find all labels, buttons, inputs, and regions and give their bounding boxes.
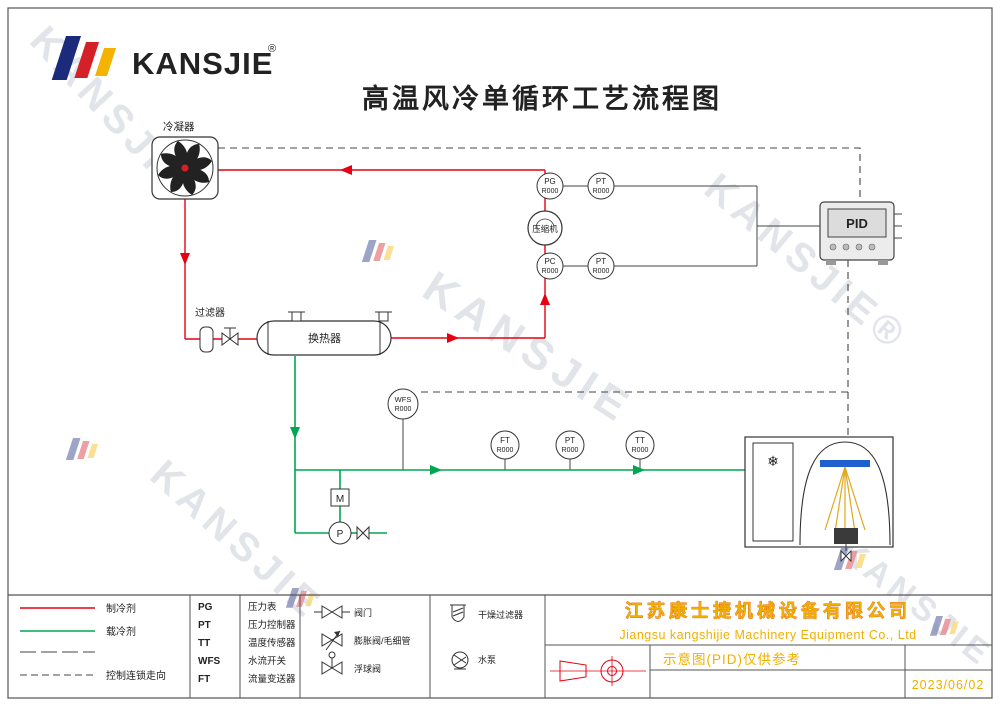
- svg-text:PG: PG: [544, 177, 556, 186]
- condenser-label: 冷凝器: [163, 120, 195, 133]
- pid-feet: [826, 260, 888, 265]
- legend-line-types: 制冷剂 载冷剂 控制连锁走向: [20, 602, 166, 682]
- legend-valve-labels: 阀门 膨胀阀/毛细管 浮球阀: [354, 607, 411, 674]
- compressor-label: 压缩机: [532, 224, 558, 234]
- titleblock-grid: [189, 595, 992, 698]
- svg-text:水流开关: 水流开关: [248, 655, 287, 667]
- check-valve: [356, 525, 370, 541]
- compressor: 压缩机: [527, 210, 563, 246]
- svg-text:TT: TT: [635, 436, 645, 445]
- svg-text:WFS: WFS: [395, 395, 412, 404]
- drawing-note: 示意图(PID)仅供参考: [663, 651, 801, 667]
- test-chamber: ❄: [744, 436, 894, 563]
- svg-text:R000: R000: [395, 406, 412, 413]
- svg-text:温度传感器: 温度传感器: [248, 637, 296, 649]
- instrument-pc-suction: PC R000: [536, 252, 564, 280]
- logo-text: KANSJIE: [132, 46, 273, 81]
- coolant-pipes: [294, 356, 745, 534]
- pid-buttons: [829, 243, 876, 251]
- svg-text:PC: PC: [544, 257, 555, 266]
- company-name-cn: 江苏康士捷机械设备有限公司: [625, 600, 911, 621]
- chamber-blue-bar: [820, 460, 870, 467]
- svg-text:R000: R000: [542, 268, 559, 275]
- svg-text:PT: PT: [565, 436, 575, 445]
- svg-text:干燥过滤器: 干燥过滤器: [478, 609, 523, 620]
- instrument-tt: TT R000: [625, 430, 655, 460]
- svg-text:R000: R000: [562, 447, 579, 454]
- expansion-valve: [221, 327, 239, 346]
- drawing-date: 2023/06/02: [912, 678, 985, 692]
- pump: P: [328, 521, 352, 545]
- svg-text:R000: R000: [542, 188, 559, 195]
- legend-label-refrigerant: 制冷剂: [106, 602, 136, 615]
- svg-text:R000: R000: [593, 188, 610, 195]
- drawing-frame: [7, 7, 993, 699]
- svg-text:R000: R000: [497, 447, 514, 454]
- chamber-base-block: [834, 528, 858, 544]
- water-pump-icon: [451, 651, 469, 670]
- svg-text:R000: R000: [593, 268, 610, 275]
- titleblock-texts: 江苏康士捷机械设备有限公司 Jiangsu kangshijie Machine…: [619, 600, 985, 692]
- svg-text:PT: PT: [198, 620, 211, 631]
- svg-text:R000: R000: [632, 447, 649, 454]
- svg-text:WFS: WFS: [198, 656, 221, 667]
- instrument-pt-water: PT R000: [555, 430, 585, 460]
- svg-text:PT: PT: [596, 257, 606, 266]
- svg-text:FT: FT: [198, 674, 210, 685]
- svg-text:流量变送器: 流量变送器: [248, 673, 296, 685]
- filter-label: 过滤器: [195, 306, 225, 319]
- pid-terminals: [894, 213, 902, 239]
- condenser: 冷凝器: [151, 120, 219, 200]
- dry-filter-icon: [450, 604, 466, 622]
- instrument-bubbles: PG R000 PT R000 PC R000 PT R000 WFS R000…: [387, 172, 655, 460]
- refrigerant-flow-arrows: [180, 165, 550, 343]
- pid-controller: PID: [819, 201, 902, 265]
- svg-text:TT: TT: [198, 638, 210, 649]
- legend-abbreviations: PG 压力表 PT 压力控制器 TT 温度传感器 WFS 水流开关 FT 流量变…: [198, 601, 296, 685]
- company-logo: KANSJIE ®: [51, 36, 276, 81]
- chamber-drain-valve: [840, 544, 852, 563]
- legend-label-coolant: 载冷剂: [106, 625, 136, 638]
- instrument-pt-discharge: PT R000: [587, 172, 615, 200]
- signal-lines: [402, 185, 820, 470]
- motor: M: [330, 488, 350, 507]
- svg-text:浮球阀: 浮球阀: [354, 663, 381, 674]
- instrument-wfs: WFS R000: [387, 388, 419, 420]
- pid-display-label: PID: [846, 216, 868, 231]
- projection-symbol: [550, 656, 646, 686]
- heat-exchanger-label: 换热器: [308, 331, 341, 345]
- hx-nozzles: [288, 311, 392, 322]
- instrument-pt-suction: PT R000: [587, 252, 615, 280]
- legend-dryer-pump: 干燥过滤器 水泵: [450, 604, 523, 670]
- svg-text:PT: PT: [596, 177, 606, 186]
- snowflake-icon: ❄: [767, 453, 779, 469]
- svg-text:压力控制器: 压力控制器: [248, 619, 296, 631]
- svg-text:PG: PG: [198, 602, 213, 613]
- coolant-flow-arrows: [290, 427, 645, 475]
- heat-exchanger: 换热器: [256, 311, 392, 356]
- company-name-en: Jiangsu kangshijie Machinery Equipment C…: [619, 628, 916, 642]
- instrument-ft: FT R000: [490, 430, 520, 460]
- svg-text:水泵: 水泵: [478, 654, 496, 665]
- svg-text:阀门: 阀门: [354, 607, 372, 618]
- legend-valve-symbols: [314, 605, 350, 675]
- control-lines: [218, 147, 861, 437]
- instrument-pg-discharge: PG R000: [536, 172, 564, 200]
- svg-text:FT: FT: [500, 436, 510, 445]
- logo-registered-mark: ®: [268, 43, 276, 55]
- chamber-heater-lines: [824, 466, 866, 533]
- motor-label: M: [336, 494, 344, 505]
- fan-blades-icon: [158, 141, 212, 195]
- svg-text:膨胀阀/毛细管: 膨胀阀/毛细管: [354, 635, 411, 646]
- filter: 过滤器: [195, 306, 225, 353]
- page-title: 高温风冷单循环工艺流程图: [362, 83, 722, 114]
- legend-label-control: 控制连锁走向: [106, 669, 166, 682]
- pump-label: P: [337, 529, 344, 540]
- svg-text:压力表: 压力表: [248, 601, 277, 613]
